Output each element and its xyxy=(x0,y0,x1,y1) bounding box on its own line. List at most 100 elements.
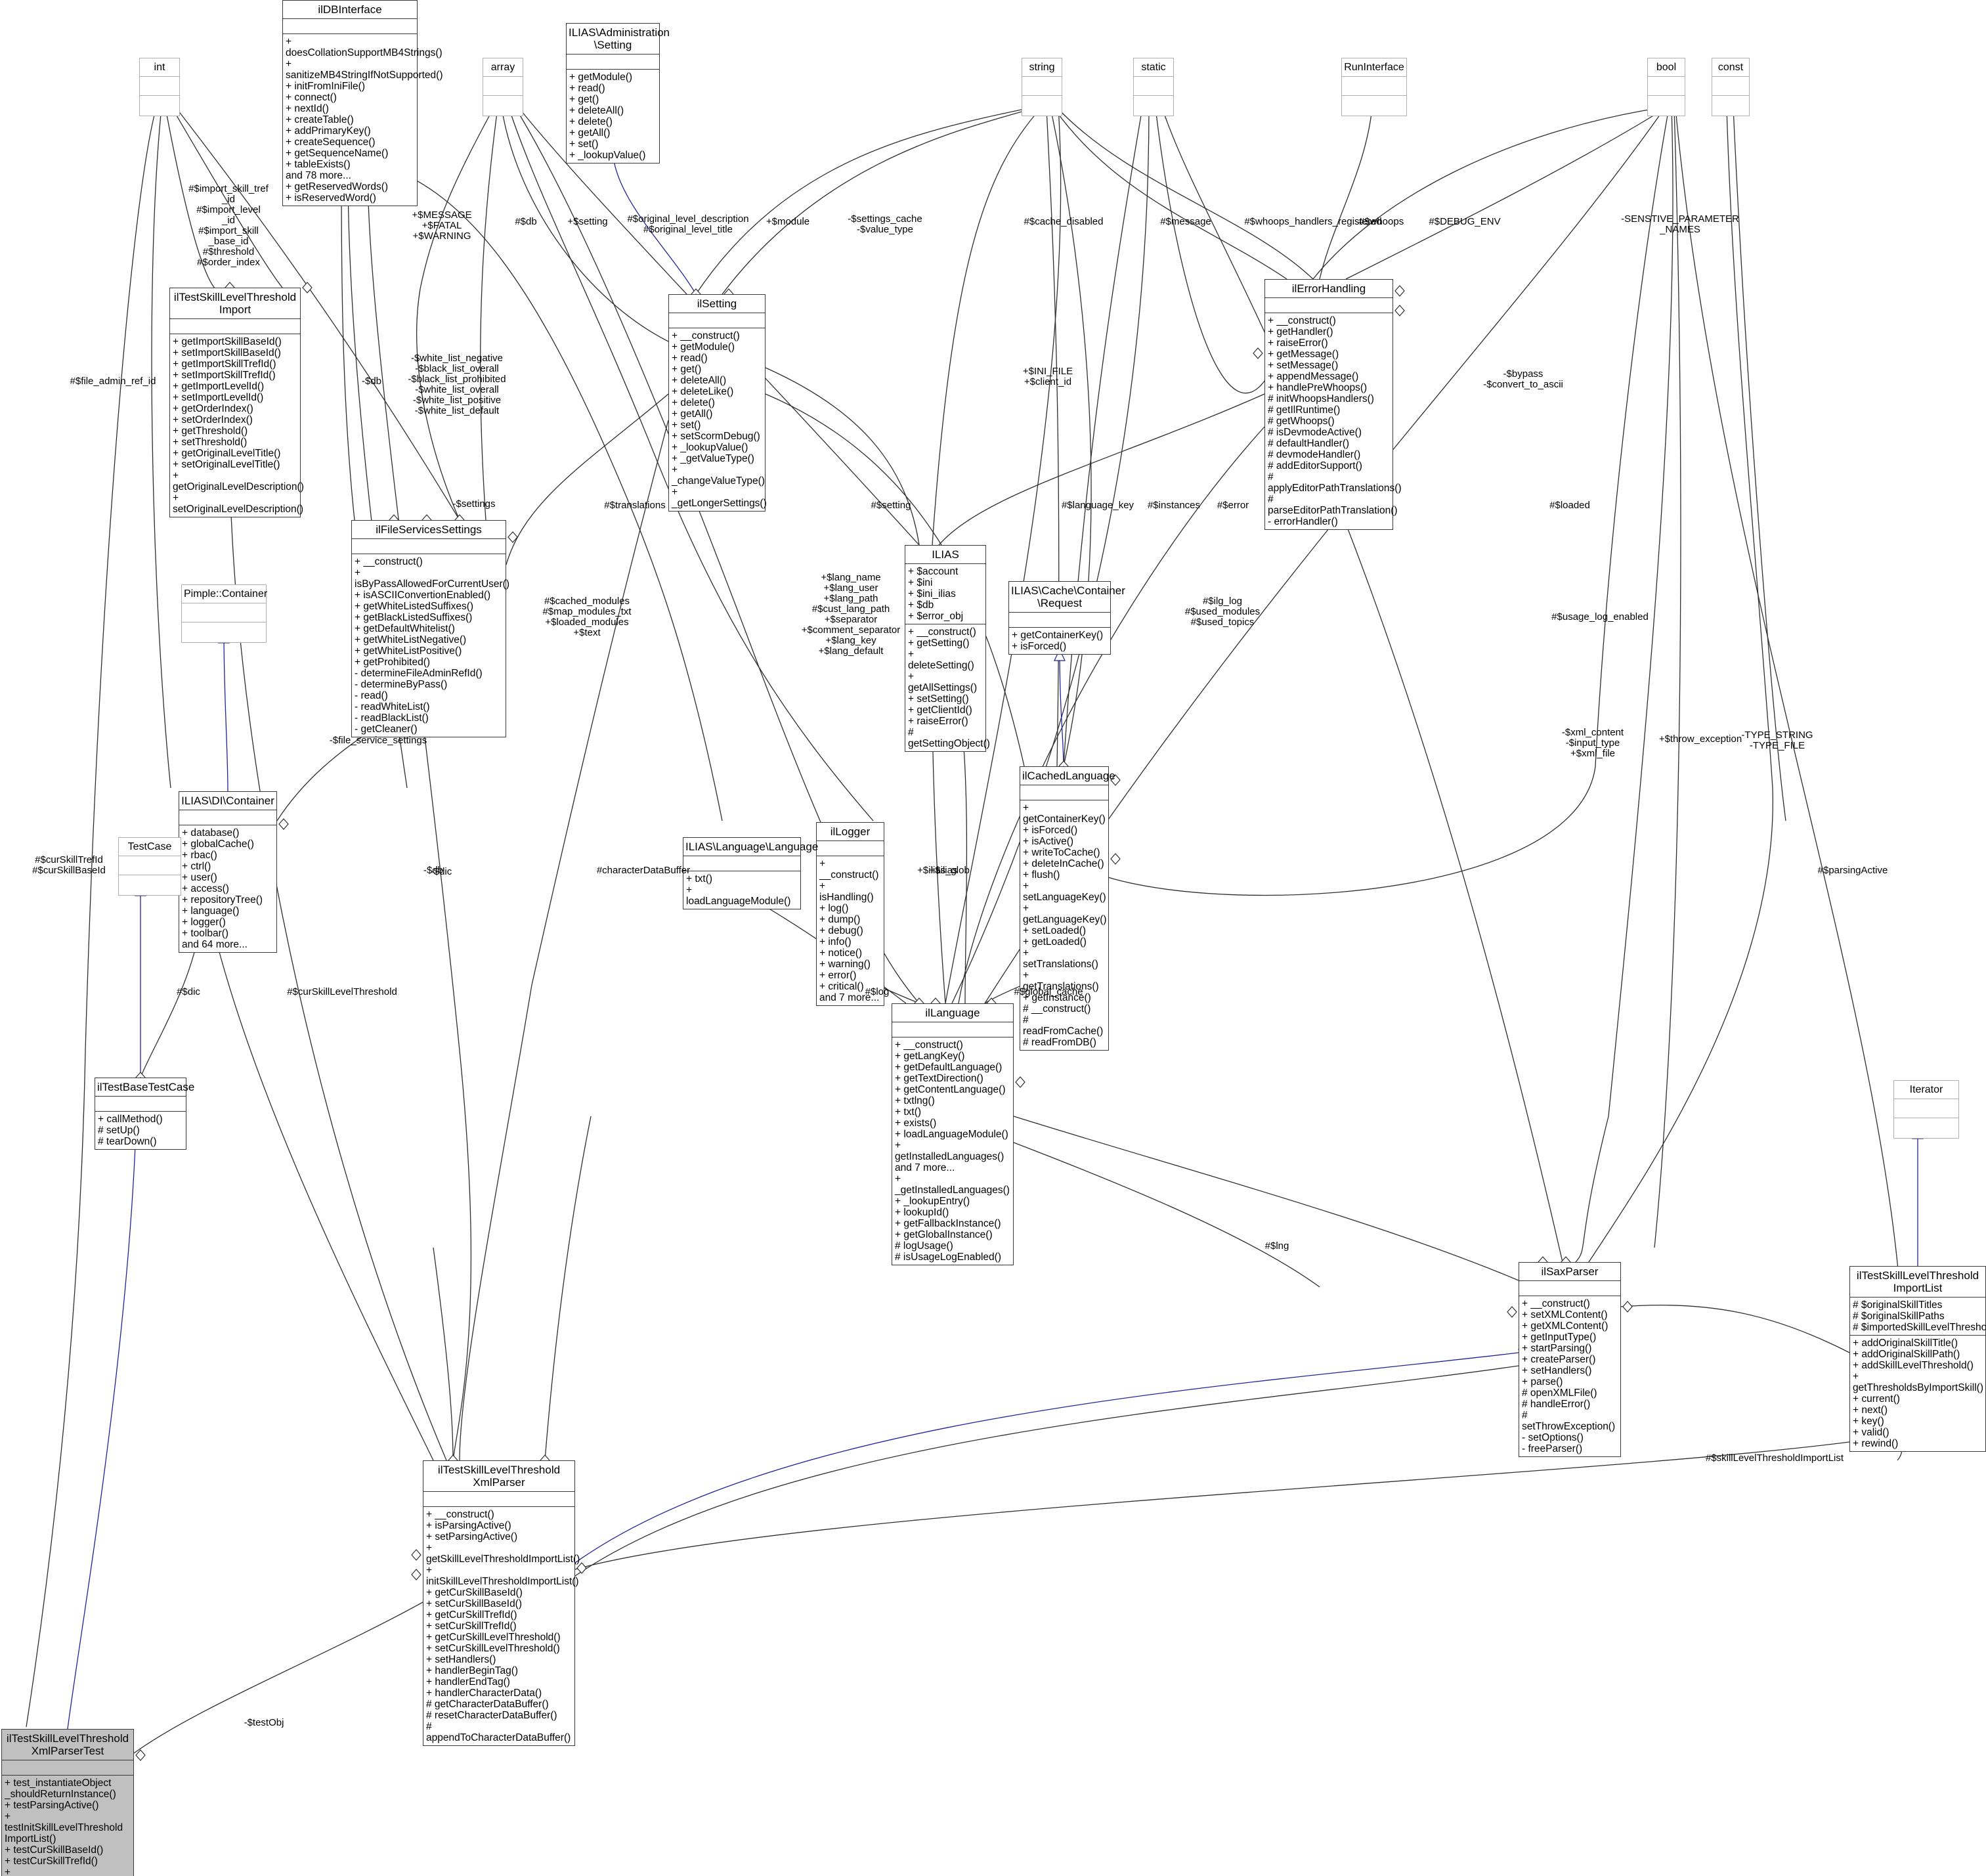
uml-class-bool[interactable]: bool xyxy=(1647,58,1685,116)
uml-class-ILIASCacheContainerRequest[interactable]: ILIAS\Cache\Container \Request + getConta… xyxy=(1008,581,1125,655)
uml-class-ilErrorHandling[interactable]: ilErrorHandling+ __construct()+ getHandl… xyxy=(1264,279,1402,530)
class-operation: # handleError() xyxy=(1522,1399,1591,1410)
uml-class-static[interactable]: static xyxy=(1133,58,1174,116)
uml-class-ilTestSkillLevelThresholdImport[interactable]: ilTestSkillLevelThreshold Import+ getImp… xyxy=(169,288,304,517)
class-operations xyxy=(119,875,181,895)
class-operation: + testCurSkillTrefId() xyxy=(5,1856,98,1867)
class-title: RunInterface xyxy=(1342,58,1406,77)
edge-label: #$whoops_handlers_registered xyxy=(1244,216,1382,227)
uml-class-RunInterface[interactable]: RunInterface xyxy=(1341,58,1407,116)
class-operation: + raiseError() xyxy=(908,716,968,727)
edge-label: #$skillLevelThresholdImportList xyxy=(1705,1452,1844,1464)
edge-label: -TYPE_STRING -TYPE_FILE xyxy=(1741,730,1813,751)
class-operation: + _getValueType() xyxy=(672,453,754,464)
class-operation: + _lookupValue() xyxy=(672,442,748,453)
class-operation: + language() xyxy=(182,905,240,917)
uml-class-ilDBInterface[interactable]: ilDBInterface+ doesCollationSupportMB4St… xyxy=(282,0,443,206)
class-operation: + critical() xyxy=(819,981,864,992)
uml-class-ilCachedLanguage[interactable]: ilCachedLanguage+ getContainerKey()+ isF… xyxy=(1020,766,1115,1051)
class-operation: # getWhoops() xyxy=(1268,416,1335,427)
uml-class-string[interactable]: string xyxy=(1022,58,1062,116)
uml-class-ILIASDIContainer[interactable]: ILIAS\DI\Container+ database()+ globalCa… xyxy=(179,791,277,953)
uml-class-ilLanguage[interactable]: ilLanguage+ __construct()+ getLangKey()+… xyxy=(892,1003,1014,1265)
uml-class-Iterator[interactable]: Iterator xyxy=(1893,1080,1959,1139)
class-operation: + setCurSkillLevelThreshold() xyxy=(426,1643,560,1654)
class-operation: + setOrderIndex() xyxy=(173,414,253,425)
class-operation: + getSequenceName() xyxy=(286,148,389,159)
class-operation: + isActive() xyxy=(1023,836,1074,847)
uml-class-ilLogger[interactable]: ilLogger+ __construct()+ isHandling()+ l… xyxy=(816,822,884,1006)
class-operation: + isReservedWord() xyxy=(286,192,376,204)
class-operation: + getThreshold() xyxy=(173,425,248,437)
uml-class-ilFileServicesSettings[interactable]: ilFileServicesSettings+ __construct()+ i… xyxy=(351,520,510,737)
class-operation: + getFallbackInstance() xyxy=(895,1218,1001,1229)
class-operation: + deleteInCache() xyxy=(1023,858,1104,869)
class-operation: + getCurSkillLevelThreshold() xyxy=(426,1632,561,1643)
uml-class-int[interactable]: int xyxy=(139,58,180,116)
uml-class-ILIASAdministrationSetting[interactable]: ILIAS\Administration \Setting+ getModule… xyxy=(566,23,670,164)
class-title: ilErrorHandling xyxy=(1265,280,1392,298)
class-operation: + getCurSkillBaseId() xyxy=(426,1587,523,1598)
class-operation: + warning() xyxy=(819,959,871,970)
class-attributes xyxy=(179,810,276,825)
class-operation: + createTable() xyxy=(286,114,354,125)
class-operation: - getCleaner() xyxy=(355,724,418,735)
class-operations: + addOriginalSkillTitle()+ addOriginalSk… xyxy=(1850,1336,1985,1451)
class-operation: + getClientId() xyxy=(908,705,972,716)
class-operation: + handlerEndTag() xyxy=(426,1676,510,1688)
class-attributes: # $originalSkillTitles# $originalSkillPa… xyxy=(1850,1298,1986,1336)
uml-class-array[interactable]: array xyxy=(483,58,523,116)
class-operation: + __construct() xyxy=(672,330,740,341)
uml-class-ILIAS[interactable]: ILIAS+ $account+ $ini+ $ini_ilias+ $db+ … xyxy=(905,545,990,752)
class-operations: + getContainerKey()+ isForced() xyxy=(1009,628,1110,654)
class-attributes xyxy=(140,77,179,96)
uml-class-ilTestSkillLevelThresholdXmlParser[interactable]: ilTestSkillLevelThreshold XmlParser+ __c… xyxy=(423,1460,580,1746)
class-operation: # applyEditorPathTranslations() xyxy=(1268,471,1402,494)
class-operation: + isForced() xyxy=(1012,641,1067,652)
edge-label: -SENSTIVE_PARAMETER _NAMES xyxy=(1621,213,1739,235)
class-operation: + getAll() xyxy=(569,127,611,139)
class-attributes xyxy=(1894,1099,1958,1118)
class-attributes xyxy=(567,55,659,70)
edge-label: #$cache_disabled xyxy=(1024,216,1104,227)
edge-label: #$log xyxy=(865,986,890,997)
edge-label: #$whoops xyxy=(1358,216,1404,227)
class-operation: + __construct() xyxy=(908,626,976,638)
class-operation: + valid() xyxy=(1853,1427,1889,1438)
class-operation: + setParsingActive() xyxy=(426,1531,518,1542)
class-operation: + read() xyxy=(672,353,708,364)
class-operation: + _getLongerSettings() xyxy=(672,487,767,509)
class-operation: + testCurSkillBaseId() xyxy=(5,1844,104,1856)
class-operation: + delete() xyxy=(672,397,715,408)
class-attributes xyxy=(423,1492,574,1507)
edge-label: -$bypass -$convert_to_ascii xyxy=(1483,368,1563,390)
uml-class-PimpleContainer[interactable]: Pimple::Container xyxy=(181,584,267,643)
uml-class-ilSaxParser[interactable]: ilSaxParser+ __construct()+ setXMLConten… xyxy=(1519,1262,1621,1457)
class-title: ILIAS\Cache\Container \Request xyxy=(1009,582,1125,613)
class-title: ilFileServicesSettings xyxy=(352,521,506,539)
uml-class-ILIASLanguageLanguage[interactable]: ILIAS\Language\Language+ txt()+ loadLang… xyxy=(683,837,818,909)
class-operation: + isASCIIConvertionEnabled() xyxy=(355,590,491,601)
uml-class-ilTestSkillLevelThresholdXmlParserTest[interactable]: ilTestSkillLevelThreshold XmlParserTest+… xyxy=(1,1729,134,1876)
class-attribute: # $originalSkillPaths xyxy=(1853,1311,1945,1322)
class-title: int xyxy=(140,58,179,77)
class-operations: + __construct()+ getSetting()+ deleteSet… xyxy=(905,624,990,751)
class-operation: + getWhiteListNegative() xyxy=(355,634,467,645)
uml-class-ilSetting[interactable]: ilSetting+ __construct()+ getModule()+ r… xyxy=(668,294,767,512)
edge-label: #$instances xyxy=(1147,500,1201,511)
class-operation: + _changeValueType() xyxy=(672,464,765,487)
uml-class-ilTestSkillLevelThresholdImportList[interactable]: ilTestSkillLevelThreshold ImportList# $o… xyxy=(1849,1266,1986,1452)
uml-class-TestCase[interactable]: TestCase xyxy=(118,837,181,896)
class-operation: + set() xyxy=(569,139,599,150)
class-operation: # getIlRuntime() xyxy=(1268,404,1341,416)
class-title: ilDBInterface xyxy=(283,1,417,19)
edge-label: +$MESSAGE +$FATAL +$WARNING xyxy=(412,209,472,242)
edge-label: +$ilias xyxy=(929,865,958,876)
class-operation: + isByPassAllowedForCurrentUser() xyxy=(355,567,510,590)
class-operation: + globalCache() xyxy=(182,839,254,850)
class-operations xyxy=(182,622,266,642)
edge-label: #$db xyxy=(515,216,537,227)
uml-class-ilTestBaseTestCase[interactable]: ilTestBaseTestCase+ callMethod()# setUp(… xyxy=(95,1078,194,1150)
uml-class-const[interactable]: const xyxy=(1712,58,1750,116)
